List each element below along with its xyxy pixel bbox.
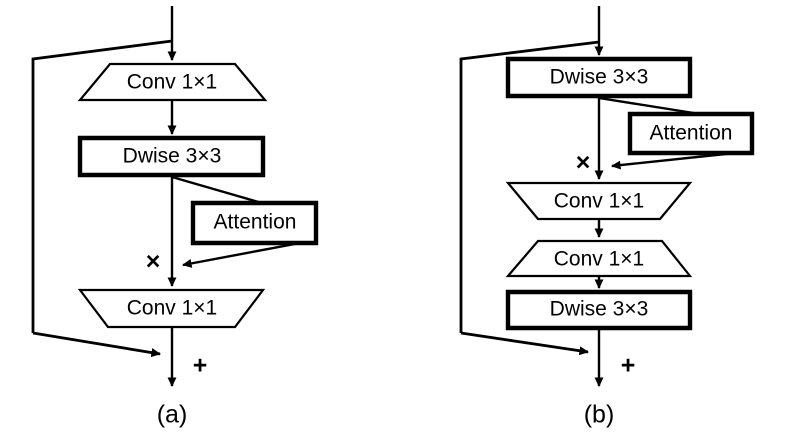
a-dwise-1-label: Dwise 3×3 — [123, 145, 222, 168]
a-mul-symbol: × — [146, 248, 161, 276]
a-conv-2-label: Conv 1×1 — [127, 297, 217, 320]
a-skip-branch — [31, 39, 173, 333]
b-add-symbol: + — [621, 352, 636, 380]
b-conv-1[interactable] — [505, 181, 693, 221]
a-attention-label: Attention — [214, 211, 297, 234]
b-attention-label: Attention — [650, 122, 733, 145]
panel-a-caption: (a) — [157, 401, 188, 429]
b-dwise-2-label: Dwise 3×3 — [550, 298, 649, 321]
b-dwise-2[interactable] — [505, 289, 693, 331]
b-conv-1-label: Conv 1×1 — [554, 190, 644, 213]
a-attention[interactable] — [190, 200, 319, 246]
a-dwise-1[interactable] — [77, 135, 266, 178]
b-conv-2[interactable] — [505, 239, 693, 278]
panel-b-caption: (b) — [584, 401, 615, 429]
b-attention[interactable] — [627, 111, 755, 156]
b-mul-symbol: × — [576, 149, 591, 177]
b-conv-2-label: Conv 1×1 — [554, 248, 644, 271]
a-attention-to-mul — [182, 241, 301, 268]
a-conv-1[interactable] — [77, 62, 268, 102]
b-dwise-1-label: Dwise 3×3 — [550, 66, 649, 89]
b-dwise-1[interactable] — [505, 56, 693, 99]
b-dwise1-to-attention — [598, 96, 701, 116]
a-conv-2[interactable] — [77, 288, 266, 329]
b-skip-to-add — [460, 331, 589, 356]
a-add-symbol: + — [193, 352, 208, 380]
b-skip-branch — [459, 40, 600, 333]
a-skip-to-add — [32, 331, 161, 358]
a-dwise-to-attention — [171, 175, 263, 205]
a-conv-1-label: Conv 1×1 — [127, 71, 217, 94]
